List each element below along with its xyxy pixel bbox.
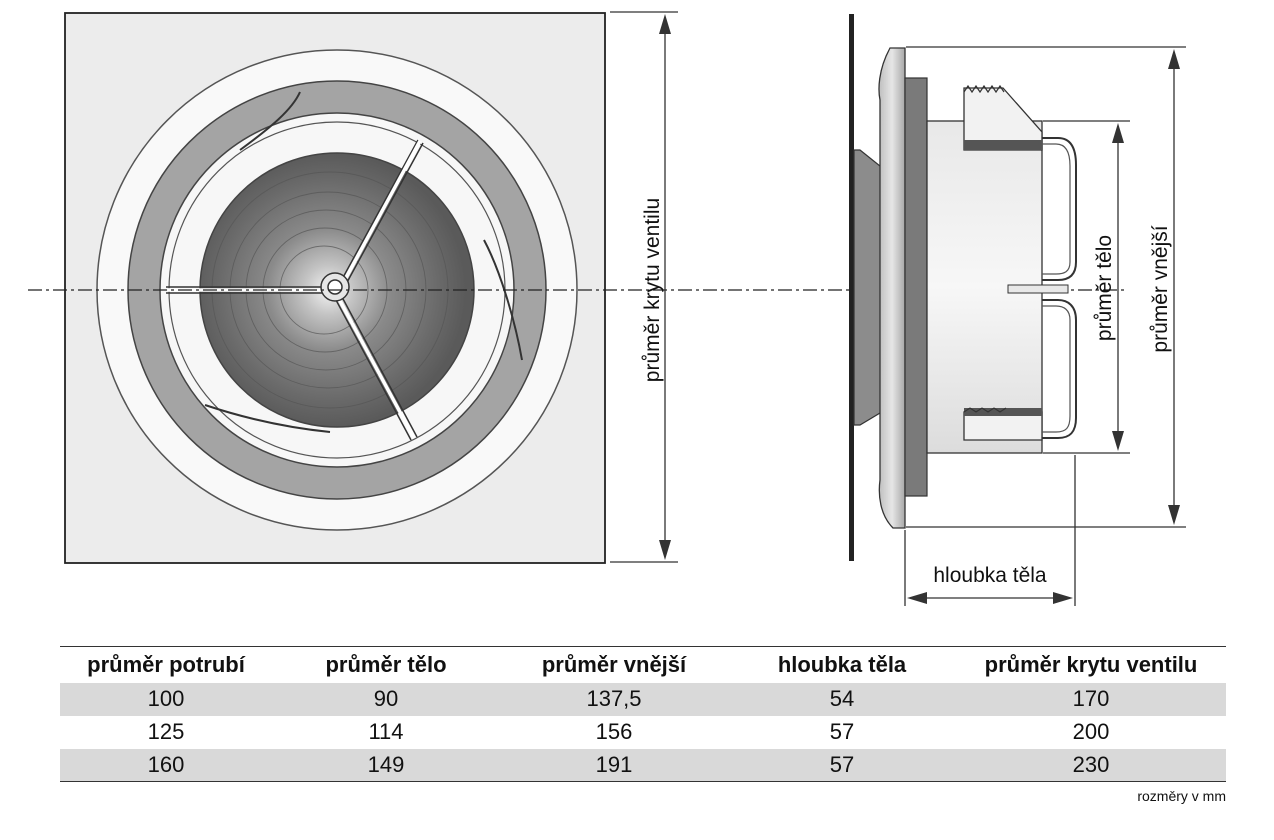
spring-handle-inner	[1042, 143, 1071, 433]
cell-outer-diameter: 156	[595, 719, 633, 744]
dimensions-table: průměr potrubí průměr tělo průměr vnější…	[60, 646, 1226, 782]
cell-body-depth: 57	[829, 751, 855, 777]
technical-drawing: průměr krytu ventilu průměr tělo	[28, 11, 1186, 606]
body-diameter-dimension	[1043, 120, 1130, 454]
cell-body-depth: 54	[829, 686, 855, 711]
spokes	[166, 139, 424, 441]
cell-body-diameter: 149	[367, 751, 405, 777]
header-body-diameter: průměr tělo	[325, 651, 447, 677]
cell-cover-diameter: 200	[1072, 719, 1110, 744]
axle-stub	[1007, 284, 1069, 294]
table-header-row: průměr potrubí průměr tělo průměr vnější…	[60, 646, 1226, 683]
clip-top-teeth	[963, 84, 1005, 94]
units-note: rozměry v mm	[1137, 788, 1226, 804]
cover-plate-edge	[849, 14, 854, 561]
table-row: 160 149 191 57 230	[60, 748, 1226, 782]
cover-diameter-dimension	[610, 11, 678, 563]
header-cover-diameter: průměr krytu ventilu	[984, 651, 1198, 677]
body-depth-label: hloubka těla	[933, 564, 1047, 587]
spring-wire	[204, 91, 523, 433]
table-row: 100 90 137,5 54 170	[60, 682, 1226, 716]
outer-diameter-label: průměr vnější	[1149, 225, 1172, 352]
body-diameter-label: průměr tělo	[1093, 235, 1116, 341]
cell-outer-diameter: 191	[595, 751, 633, 777]
front-view: průměr krytu ventilu	[28, 11, 1125, 564]
clip-top-shade	[964, 140, 1042, 150]
spring-handle	[1042, 137, 1077, 439]
outer-diameter-dimension	[906, 46, 1186, 528]
body-depth-dimension	[904, 455, 1076, 606]
side-view: průměr tělo průměr vnější hloubka těla	[849, 14, 1186, 606]
cell-cover-diameter: 170	[1072, 686, 1110, 711]
clip-bottom-shade	[964, 408, 1042, 416]
hub	[320, 272, 350, 302]
header-pipe-diameter: průměr potrubí	[87, 651, 245, 677]
flange	[878, 47, 906, 529]
cell-cover-diameter: 230	[1072, 751, 1110, 777]
header-outer-diameter: průměr vnější	[541, 651, 687, 677]
header-body-depth: hloubka těla	[777, 651, 907, 677]
cell-body-diameter: 114	[368, 719, 404, 744]
clip-bottom-teeth	[963, 407, 1007, 413]
clip-bottom	[963, 411, 1043, 441]
cell-pipe-diameter: 160	[147, 751, 185, 777]
cover-diameter-label: průměr krytu ventilu	[641, 198, 664, 382]
cell-outer-diameter: 137,5	[586, 686, 642, 711]
cell-body-depth: 57	[829, 719, 855, 744]
cell-pipe-diameter: 100	[147, 686, 185, 711]
collar	[904, 77, 928, 497]
cell-pipe-diameter: 125	[147, 719, 185, 744]
cell-body-diameter: 90	[373, 686, 399, 711]
table-row: 125 114 156 57 200	[60, 716, 1226, 749]
